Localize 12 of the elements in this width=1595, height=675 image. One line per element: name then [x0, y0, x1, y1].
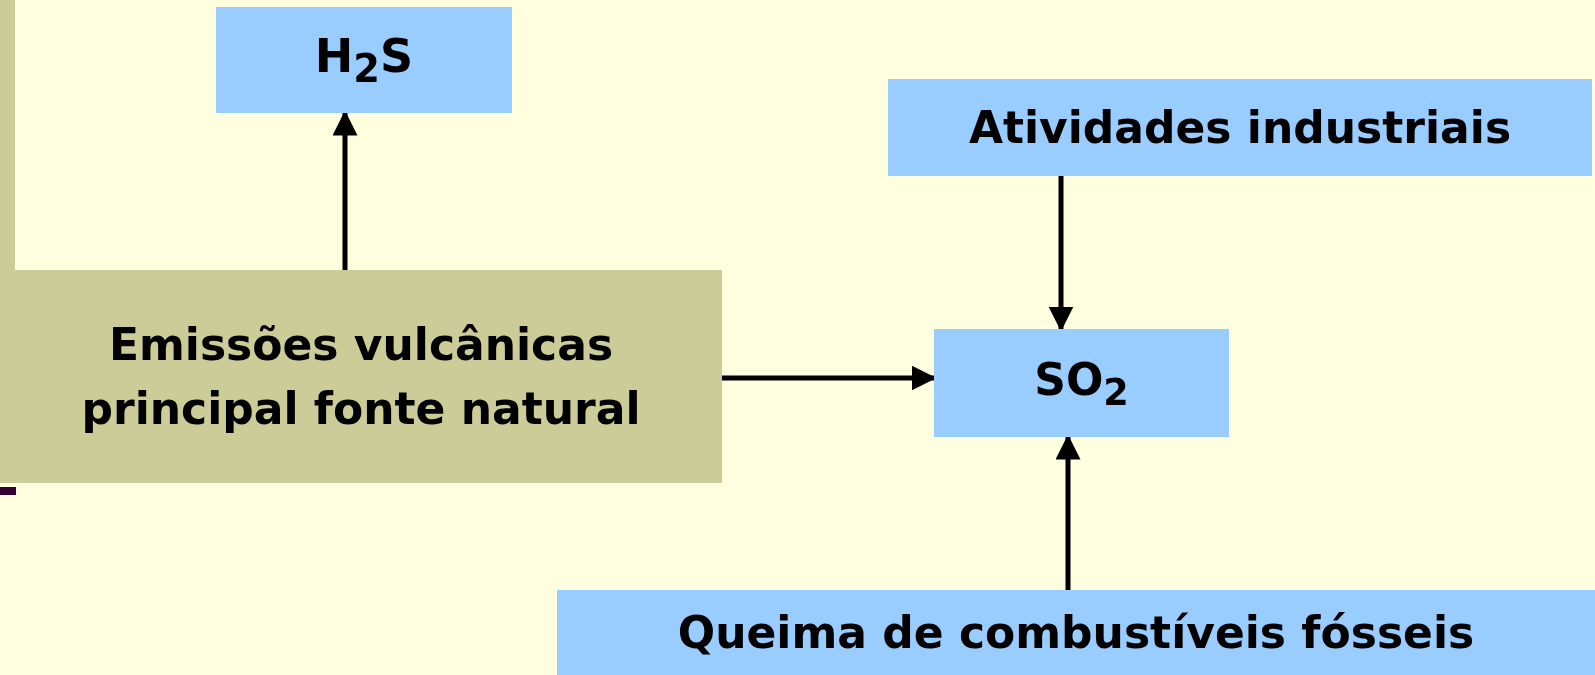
- source-box: [888, 79, 1592, 176]
- source-box: [0, 270, 722, 483]
- node-label: principal fonte natural: [81, 381, 641, 436]
- node-label: SO$_{2}$: [1034, 352, 1129, 416]
- formula-box: [216, 7, 512, 113]
- arrow: [1048, 176, 1074, 332]
- node-label: Emissões vulcânicas: [108, 317, 614, 372]
- node-label: H$_{2}$S: [314, 28, 414, 94]
- formula-box: [934, 329, 1229, 437]
- node-label: Atividades industriais: [968, 100, 1512, 155]
- node-label: Queima de combustíveis fósseis: [677, 605, 1475, 660]
- source-box: [557, 590, 1595, 675]
